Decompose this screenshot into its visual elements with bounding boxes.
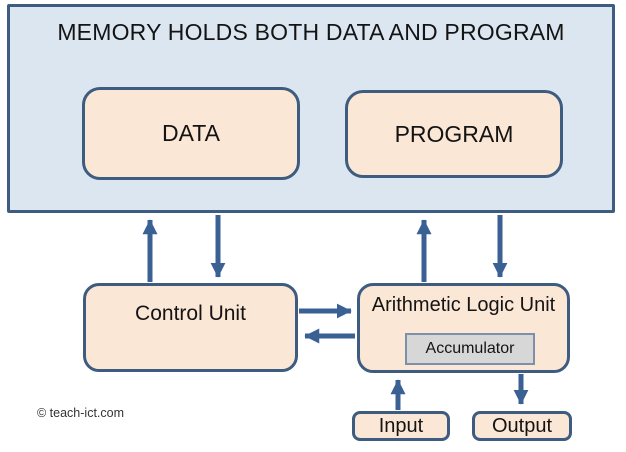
memory-title: MEMORY HOLDS BOTH DATA AND PROGRAM xyxy=(57,19,565,45)
copyright-text: © teach-ict.com xyxy=(37,406,125,420)
data-label: DATA xyxy=(162,120,220,146)
program-box: PROGRAM xyxy=(345,90,563,178)
input-box: Input xyxy=(352,411,450,441)
input-label: Input xyxy=(378,414,424,437)
control-unit-label: Control Unit xyxy=(135,302,246,325)
alu-label: Arithmetic Logic Unit xyxy=(371,294,556,316)
data-box: DATA xyxy=(82,87,300,180)
control-unit-box: Control Unit xyxy=(83,283,298,372)
program-label: PROGRAM xyxy=(394,120,514,147)
accumulator-box: Accumulator xyxy=(405,333,535,365)
output-label: Output xyxy=(491,414,553,437)
output-box: Output xyxy=(472,411,572,441)
accumulator-label: Accumulator xyxy=(425,340,515,357)
